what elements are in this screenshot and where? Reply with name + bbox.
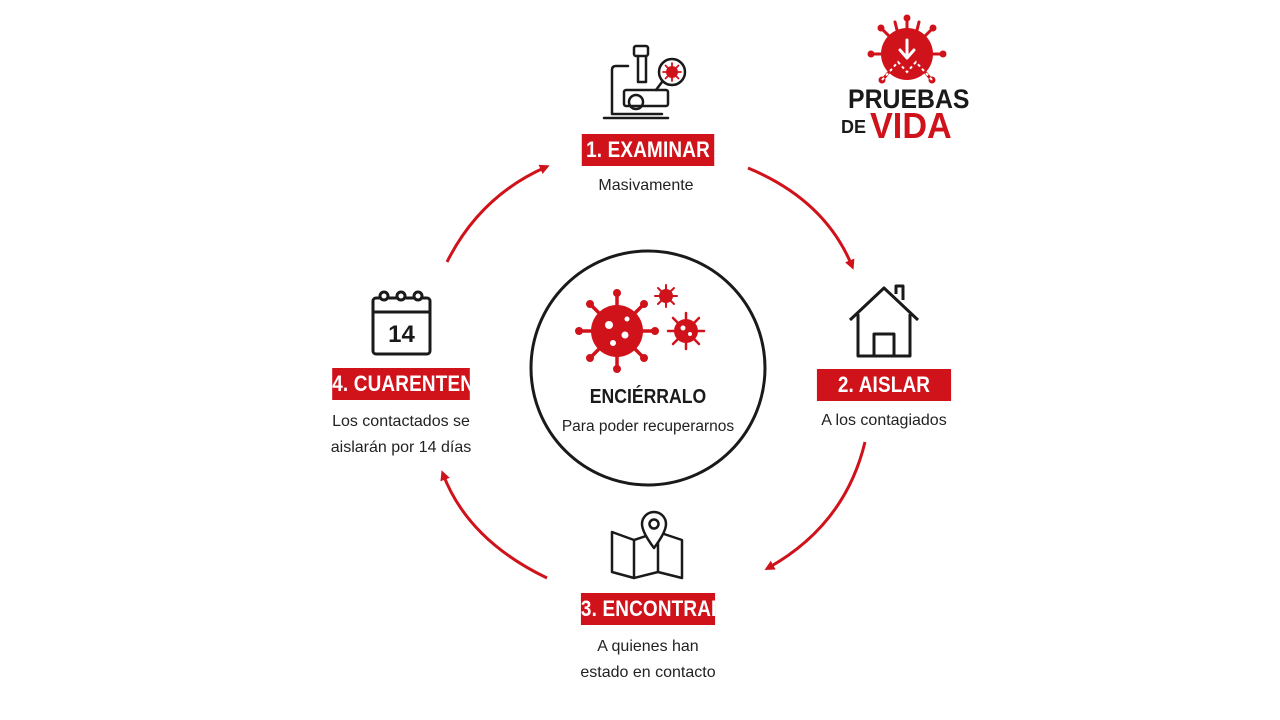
step-4-badge: 4. CUARENTENA xyxy=(332,368,488,400)
virus-small-icon xyxy=(662,62,682,82)
arrow-aislar-to-encontrar xyxy=(764,441,867,570)
logo-title-de: DE xyxy=(841,117,867,137)
center-title: ENCIÉRRALO xyxy=(589,386,707,408)
step-1-description-line1: Masivamente xyxy=(598,177,694,194)
center-subtitle: Para poder recuperarnos xyxy=(561,418,735,435)
house-icon xyxy=(848,284,920,358)
step-4-description-line2: aislarán por 14 días xyxy=(330,439,472,456)
step-2-description-line1: A los contagiados xyxy=(821,412,947,429)
arrow-cuarentena-to-examinar xyxy=(445,164,550,263)
map-pin-icon xyxy=(610,510,684,580)
step-3-badge: 3. ENCONTRAR xyxy=(580,593,725,625)
calendar-number: 14 xyxy=(388,321,415,348)
step-2-badge: 2. AISLAR xyxy=(816,369,952,401)
logo-title-line1: PRUEBAS xyxy=(848,84,970,114)
step-4-description-line1: Los contactados se xyxy=(332,413,470,430)
step-3-description-line2: estado en contacto xyxy=(580,664,716,681)
step-3-description-line1: A quienes han xyxy=(597,638,699,655)
virus-cluster-icon xyxy=(575,284,706,373)
microscope-icon xyxy=(602,44,687,120)
center-circle xyxy=(529,249,767,487)
step-1-badge: 1. EXAMINAR xyxy=(581,134,715,166)
arrow-encontrar-to-cuarentena xyxy=(440,470,548,580)
logo-title-vida: VIDA xyxy=(870,105,952,146)
arrow-examinar-to-aislar xyxy=(747,166,855,270)
logo-virus-icon xyxy=(867,14,947,84)
calendar-icon xyxy=(371,290,432,356)
